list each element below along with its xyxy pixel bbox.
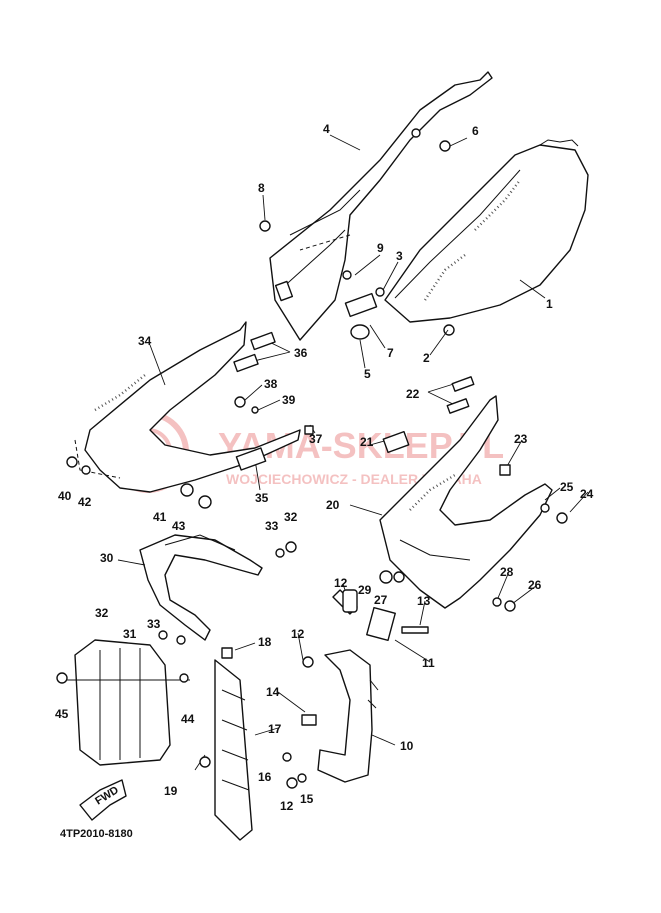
callout: 34 [138, 334, 152, 348]
callout: 40 [58, 489, 72, 503]
callout: 8 [258, 181, 265, 195]
small-fasteners [56, 331, 568, 789]
callout: 16 [258, 770, 272, 784]
callout: 33 [265, 519, 279, 533]
leader-lines [60, 134, 589, 771]
callout: 43 [172, 519, 186, 533]
part-4-rear-panel [269, 71, 493, 341]
diagram-code: 4TP2010-8180 [60, 828, 133, 840]
callout: 12 [291, 627, 305, 641]
part-10-lower-cover [317, 589, 396, 783]
part-31-bracket [139, 534, 263, 641]
callout: 12 [280, 799, 294, 813]
callout: 5 [364, 367, 371, 381]
callout: 23 [514, 432, 528, 446]
callout: 33 [147, 617, 161, 631]
callout: 37 [309, 432, 323, 446]
callout: 3 [396, 249, 403, 263]
callout: 14 [266, 685, 280, 699]
callout: 32 [95, 606, 109, 620]
callout: 36 [294, 346, 308, 360]
callout: 28 [500, 565, 514, 579]
callout: 27 [374, 593, 388, 607]
callout: 10 [400, 739, 414, 753]
callout: 42 [78, 495, 92, 509]
callout: 22 [406, 387, 420, 401]
callout: 25 [560, 480, 574, 494]
callout: 21 [360, 435, 374, 449]
callout: 45 [55, 707, 69, 721]
callout-labels: 4 6 8 9 3 1 2 7 5 34 36 38 39 37 35 40 4… [55, 122, 594, 813]
callout: 15 [300, 792, 314, 806]
callout: 41 [153, 510, 167, 524]
callout: 20 [326, 498, 340, 512]
callout: 35 [255, 491, 269, 505]
callout: 24 [580, 487, 594, 501]
callout: 30 [100, 551, 114, 565]
callout: 13 [417, 594, 431, 608]
callout: 39 [282, 393, 296, 407]
callout: 9 [377, 241, 384, 255]
part-34-guard [74, 639, 171, 766]
fwd-arrow-icon: FWD [79, 779, 127, 821]
callout: 26 [528, 578, 542, 592]
part-37-left-cover [74, 321, 301, 497]
callout: 4 [323, 122, 330, 136]
callout: 32 [284, 510, 298, 524]
callout: 31 [123, 627, 137, 641]
callout: 12 [334, 576, 348, 590]
callout: 7 [387, 346, 394, 360]
callout: 44 [181, 712, 195, 726]
callout: 1 [546, 297, 553, 311]
part-18-guard [214, 659, 253, 841]
part-1-side-cover [384, 139, 589, 323]
callout: 29 [358, 583, 372, 597]
callout: 18 [258, 635, 272, 649]
part-21-right-cover [379, 395, 553, 609]
callout: 2 [423, 351, 430, 365]
callout: 11 [422, 656, 435, 670]
callout: 19 [164, 784, 178, 798]
callout: 6 [472, 124, 479, 138]
callout: 38 [264, 377, 278, 391]
callout: 17 [268, 722, 282, 736]
